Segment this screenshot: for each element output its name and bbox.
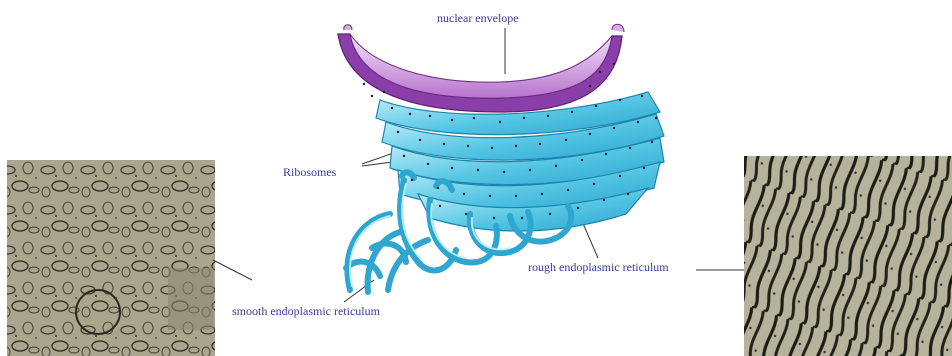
rough-er-stacks — [376, 92, 664, 231]
smooth-er-micrograph-line — [213, 260, 252, 280]
right-micrograph — [744, 156, 952, 356]
label-rough-er: rough endoplasmic reticulum — [528, 261, 669, 273]
left-micrograph — [7, 160, 215, 356]
label-ribosomes: Ribosomes — [283, 166, 336, 178]
label-smooth-er: smooth endoplasmic reticulum — [232, 305, 380, 317]
nuclear-envelope — [338, 24, 624, 112]
label-nuclear-envelope: nuclear envelope — [437, 12, 519, 24]
